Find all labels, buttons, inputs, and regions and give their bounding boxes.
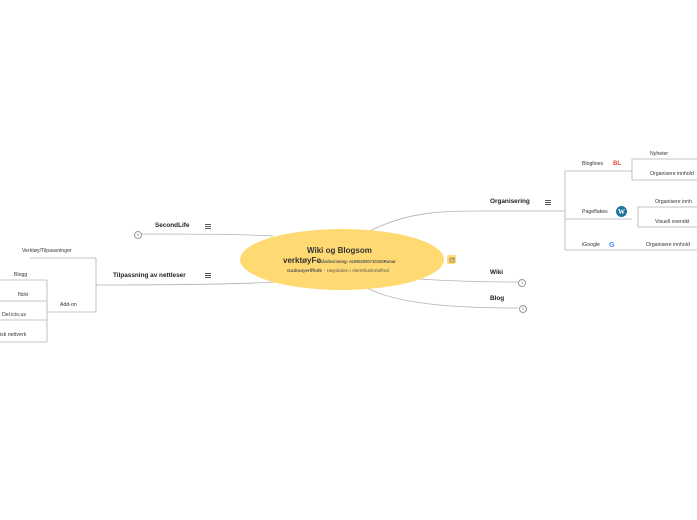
central-subtitle-institution: - Høyskolen i Akershusfortelfred: [324, 268, 390, 273]
menu-icon[interactable]: [205, 273, 211, 278]
google-logo-icon: G: [609, 242, 615, 249]
topic-blogg[interactable]: Blogg: [14, 272, 28, 278]
central-title-line2: verktøyFo: [283, 256, 322, 265]
topic-secondlife[interactable]: SecondLife: [155, 222, 190, 229]
topic-verktoy[interactable]: Verktøy/Tilpassninger: [22, 248, 72, 254]
menu-icon[interactable]: [205, 224, 211, 229]
topic-bloglines[interactable]: Bloglines: [582, 161, 604, 167]
topic-organisering[interactable]: Organisering: [490, 198, 530, 205]
connector-tilpassning: [95, 281, 277, 286]
topic-addon[interactable]: Add-on: [60, 302, 77, 308]
topic-pageflakes[interactable]: Pageflakes: [582, 209, 608, 215]
open-link-icon[interactable]: [447, 255, 456, 264]
secondlife-count-badge[interactable]: 6: [134, 231, 142, 239]
svg-text:W: W: [618, 208, 625, 216]
connector-secondlife: [140, 233, 274, 237]
connector-organisering: [369, 210, 491, 232]
topic-wiki[interactable]: Wiki: [490, 269, 504, 276]
blog-count-badge[interactable]: 2: [519, 305, 527, 313]
central-topic[interactable]: [240, 229, 444, 290]
central-title: Wiki og Blogsom: [307, 246, 372, 255]
topic-nyheter[interactable]: Nyheter: [650, 151, 669, 157]
wordpress-logo-icon: W: [616, 206, 627, 217]
topic-visuell-oversikt[interactable]: Visuell oversikt: [655, 219, 690, 225]
connector-wiki: [417, 278, 519, 283]
topic-igoogle[interactable]: iGoogle: [582, 242, 600, 248]
central-subtitle-author: Gudmayerlffo0k: [287, 268, 322, 273]
topic-sosialt-nettverk[interactable]: isk nettverk: [0, 332, 27, 338]
topic-organisere-innhold-igoogle[interactable]: Organisere innhold: [646, 242, 690, 248]
topic-blog[interactable]: Blog: [490, 295, 505, 302]
topic-delicious[interactable]: Del.icio.us: [2, 312, 26, 318]
bloglines-logo-icon: BL: [613, 161, 621, 167]
topic-organisere-innhold-bloglines[interactable]: Organisere innhold: [650, 171, 694, 177]
central-preview-text: rhåndsvisning: AUN02000710100Runar: [318, 259, 396, 264]
topic-flickr[interactable]: flickr: [18, 292, 29, 298]
connector-blog: [366, 287, 519, 309]
topic-tilpassning[interactable]: Tilpassning av nettleser: [113, 272, 186, 279]
menu-icon[interactable]: [545, 200, 551, 205]
topic-organisere-innhold-pageflakes[interactable]: Organisere innh: [655, 199, 692, 205]
wiki-count-badge[interactable]: 1: [518, 279, 526, 287]
